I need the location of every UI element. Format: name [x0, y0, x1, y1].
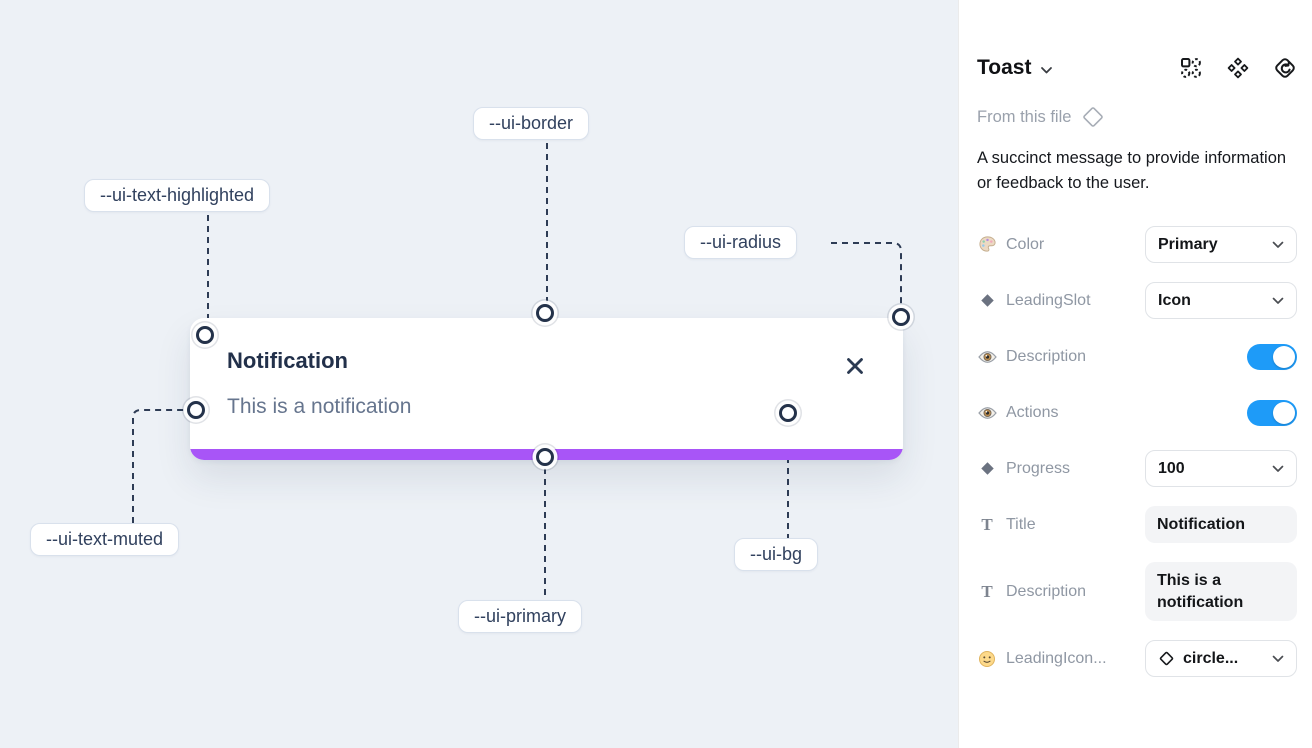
- prop-row-actions-toggle: Actions: [977, 385, 1297, 441]
- prop-row-color: Color Primary: [977, 217, 1297, 273]
- actions-toggle[interactable]: [1247, 399, 1297, 426]
- diamond-outline-icon: [1159, 651, 1174, 666]
- close-icon[interactable]: [845, 356, 865, 376]
- diamond-icon: [977, 461, 997, 476]
- progress-select-value: 100: [1158, 459, 1185, 477]
- leadingicon-select[interactable]: circle...: [1145, 640, 1297, 677]
- prop-label-description: Description: [977, 348, 1086, 366]
- color-select[interactable]: Primary: [1145, 226, 1297, 263]
- component-description: A succinct message to provide informatio…: [977, 149, 1287, 192]
- var-pill-ui-border[interactable]: --ui-border: [473, 107, 590, 140]
- source-label: From this file: [977, 107, 1072, 126]
- prop-row-progress: Progress 100: [977, 441, 1297, 497]
- diamond-outline-icon[interactable]: [1081, 105, 1105, 129]
- toast-title: Notification: [227, 348, 348, 373]
- leadingicon-select-value: circle...: [1183, 649, 1239, 667]
- prop-label-title: T Title: [977, 514, 1036, 535]
- prop-row-leadingslot: LeadingSlot Icon: [977, 273, 1297, 329]
- toggle-knob: [1273, 345, 1295, 368]
- prop-label-description-field: T Description: [977, 582, 1086, 602]
- anchor-ui-text-muted[interactable]: [187, 401, 205, 419]
- toggle-knob: [1273, 401, 1295, 424]
- var-pill-ui-primary[interactable]: --ui-primary: [458, 600, 582, 633]
- properties-panel: Toast From this file: [958, 0, 1312, 748]
- prop-row-leadingicon: LeadingIcon... circle...: [977, 631, 1297, 687]
- prop-name: Description: [1006, 347, 1087, 365]
- chevron-down-icon: [1272, 465, 1284, 472]
- eye-icon: [977, 350, 997, 364]
- prop-name: Title: [1006, 515, 1036, 533]
- description-field[interactable]: This is a notification: [1145, 561, 1297, 622]
- prop-label-actions: Actions: [977, 404, 1058, 422]
- chevron-down-icon: [1272, 241, 1284, 248]
- progress-select[interactable]: 100: [1145, 450, 1297, 487]
- eye-icon: [977, 406, 997, 420]
- line-ui-radius: [831, 242, 902, 306]
- var-pill-ui-radius[interactable]: --ui-radius: [684, 226, 798, 259]
- var-pill-ui-text-highlighted[interactable]: --ui-text-highlighted: [84, 179, 271, 212]
- chevron-down-icon: [1272, 655, 1284, 662]
- line-ui-text-muted: [132, 409, 186, 523]
- prop-row-description-field: T Description This is a notification: [977, 553, 1297, 631]
- swap-instance-icon[interactable]: [1273, 56, 1297, 80]
- property-list: Color Primary LeadingSlot Icon: [977, 217, 1297, 687]
- anchor-ui-bg[interactable]: [779, 404, 797, 422]
- face-icon: [977, 650, 997, 668]
- var-pill-ui-bg[interactable]: --ui-bg: [734, 538, 819, 571]
- description-toggle[interactable]: [1247, 343, 1297, 370]
- apply-grid-icon[interactable]: [1179, 56, 1203, 80]
- palette-icon: [977, 235, 997, 254]
- chevron-down-icon[interactable]: [1040, 66, 1053, 75]
- anchor-ui-border[interactable]: [536, 304, 554, 322]
- design-canvas[interactable]: Notification This is a notification --ui…: [0, 0, 958, 748]
- prop-row-description-toggle: Description: [977, 329, 1297, 385]
- leadingslot-select[interactable]: Icon: [1145, 282, 1297, 319]
- component-icon[interactable]: [1226, 56, 1250, 80]
- prop-label-progress: Progress: [977, 460, 1070, 478]
- prop-name: Progress: [1006, 459, 1071, 477]
- title-field[interactable]: Notification: [1145, 505, 1297, 544]
- text-icon: T: [981, 581, 993, 601]
- anchor-ui-radius[interactable]: [892, 308, 910, 326]
- toast-description: This is a notification: [227, 395, 412, 418]
- prop-row-title: T Title Notification: [977, 497, 1297, 553]
- text-icon: T: [981, 514, 993, 534]
- prop-name: LeadingIcon...: [1006, 649, 1107, 667]
- prop-label-leadingicon: LeadingIcon...: [977, 650, 1107, 668]
- chevron-down-icon: [1272, 297, 1284, 304]
- prop-name: Color: [1006, 235, 1045, 253]
- var-pill-ui-text-muted[interactable]: --ui-text-muted: [30, 523, 180, 556]
- source-row: From this file: [977, 105, 1297, 129]
- color-select-value: Primary: [1158, 235, 1218, 253]
- toast-component-preview[interactable]: Notification This is a notification: [190, 318, 903, 460]
- leadingslot-select-value: Icon: [1158, 291, 1191, 309]
- panel-header: Toast: [977, 56, 1297, 80]
- prop-name: LeadingSlot: [1006, 291, 1091, 309]
- prop-name: Actions: [1006, 403, 1059, 421]
- diamond-icon: [977, 293, 997, 308]
- prop-label-leadingslot: LeadingSlot: [977, 292, 1091, 310]
- prop-name: Description: [1006, 582, 1087, 600]
- anchor-ui-text-highlighted[interactable]: [196, 326, 214, 344]
- component-name[interactable]: Toast: [977, 56, 1032, 79]
- prop-label-color: Color: [977, 235, 1044, 254]
- anchor-ui-primary[interactable]: [536, 448, 554, 466]
